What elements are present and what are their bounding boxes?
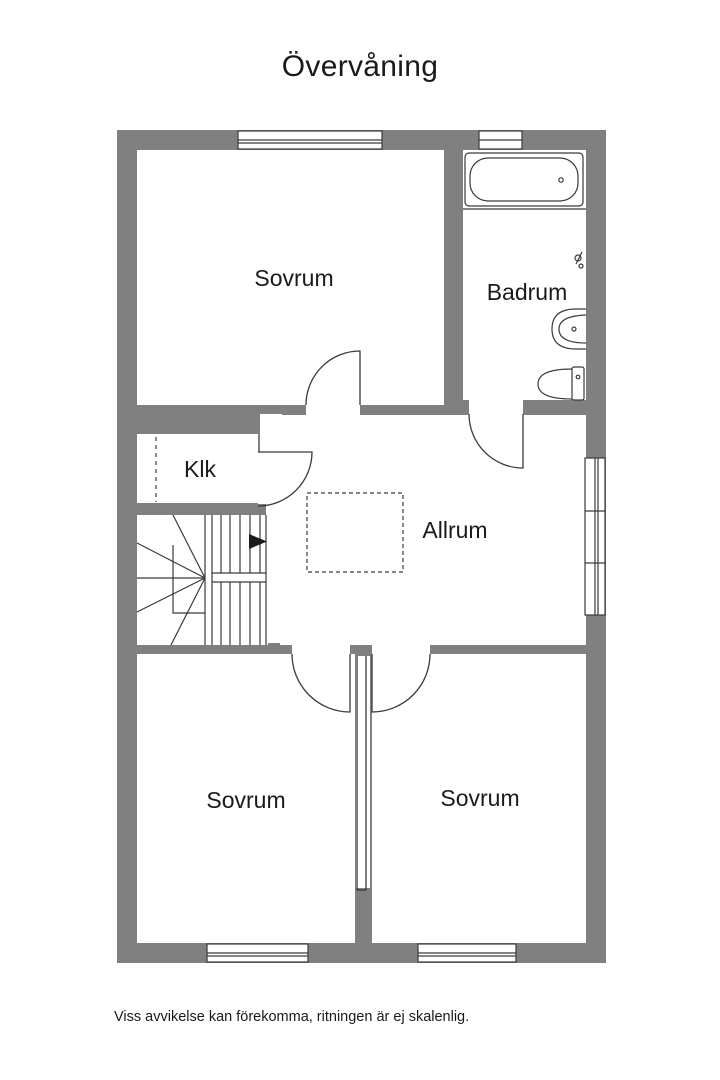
disclaimer-text: Viss avvikelse kan förekomma, ritningen … [114, 1009, 470, 1025]
room-label-bottom-left-bedroom: Sovrum [206, 787, 285, 813]
room-label-bathroom: Badrum [487, 279, 568, 305]
door-bottom-left-bedroom [291, 653, 351, 713]
window-living-room [584, 457, 606, 616]
window-bathroom [478, 130, 523, 150]
staircase [136, 514, 267, 646]
windows [206, 130, 606, 963]
sink [551, 308, 587, 350]
room-label-living-room: Allrum [422, 517, 487, 543]
attic-hatch [306, 492, 404, 573]
door-bathroom [468, 413, 524, 469]
shower-mixer [574, 251, 584, 269]
window-bottom-left-bedroom [206, 943, 309, 963]
bathroom-fixtures [463, 152, 587, 401]
door-swings [257, 350, 524, 713]
bathtub [463, 152, 586, 210]
room-label-bottom-right-bedroom: Sovrum [440, 785, 519, 811]
door-top-bedroom [305, 350, 361, 406]
room-label-closet: Klk [184, 456, 216, 482]
plan-title: Övervåning [281, 50, 439, 83]
door-closet [257, 451, 313, 507]
stair-direction-arrow [249, 534, 267, 549]
toilet [537, 366, 585, 401]
room-label-top-bedroom: Sovrum [254, 265, 333, 291]
window-top-bedroom [237, 130, 383, 150]
door-bottom-right-bedroom [371, 653, 431, 713]
wall-openings [258, 398, 523, 888]
partition [356, 656, 367, 891]
window-bottom-right-bedroom [417, 943, 517, 963]
